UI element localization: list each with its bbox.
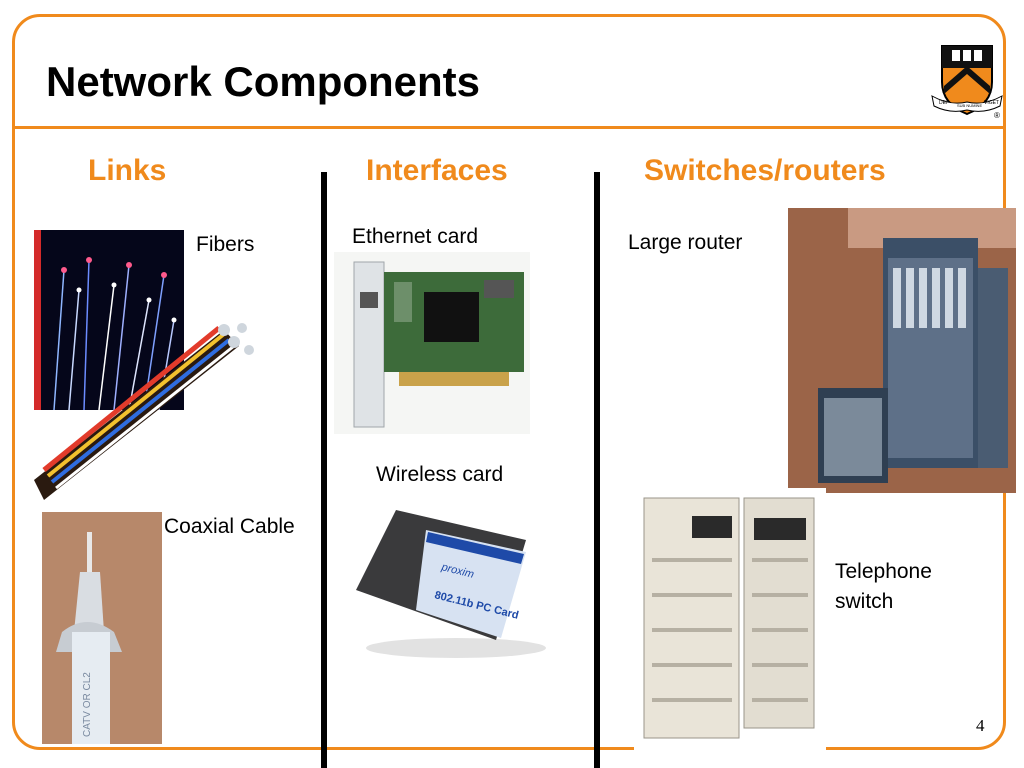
- column-divider-1: [321, 172, 327, 768]
- ethernet-card-image: [334, 252, 530, 434]
- logo-motto-left: DEI: [939, 100, 947, 106]
- coaxial-cable-image: CATV OR CL2: [42, 512, 162, 744]
- fiber-image-red-edge: [34, 230, 41, 410]
- university-crest-logo: DEI SUB NUMINE VIGET ®: [931, 45, 1003, 120]
- column-heading-interfaces: Interfaces: [366, 154, 508, 187]
- column-heading-links: Links: [88, 154, 167, 187]
- logo-motto-right: VIGET: [984, 100, 999, 106]
- ethernet-card-label: Ethernet card: [352, 225, 479, 248]
- page-number: 4: [976, 716, 985, 735]
- title-divider: [12, 126, 1006, 129]
- column-divider-2: [594, 172, 600, 768]
- telephone-label-line1: Telephone: [835, 560, 932, 583]
- svg-text:CATV OR CL2: CATV OR CL2: [82, 672, 93, 737]
- wireless-card-image: proxim 802.11b PC Card: [346, 500, 546, 660]
- telephone-label-line2: switch: [835, 590, 894, 613]
- large-router-image: [788, 208, 1016, 493]
- coaxial-cable-label: Coaxial Cable: [164, 515, 295, 538]
- logo-motto-center: SUB NUMINE: [957, 103, 982, 108]
- column-heading-switches-routers: Switches/routers: [644, 154, 886, 187]
- telephone-switch-image: [634, 488, 826, 750]
- fiber-cable-bundle-image: [34, 323, 254, 500]
- wireless-card-label: Wireless card: [376, 463, 504, 486]
- logo-registered-mark: ®: [994, 111, 1000, 120]
- fibers-label: Fibers: [196, 233, 255, 256]
- slide-title: Network Components: [46, 58, 481, 105]
- large-router-label: Large router: [628, 231, 743, 254]
